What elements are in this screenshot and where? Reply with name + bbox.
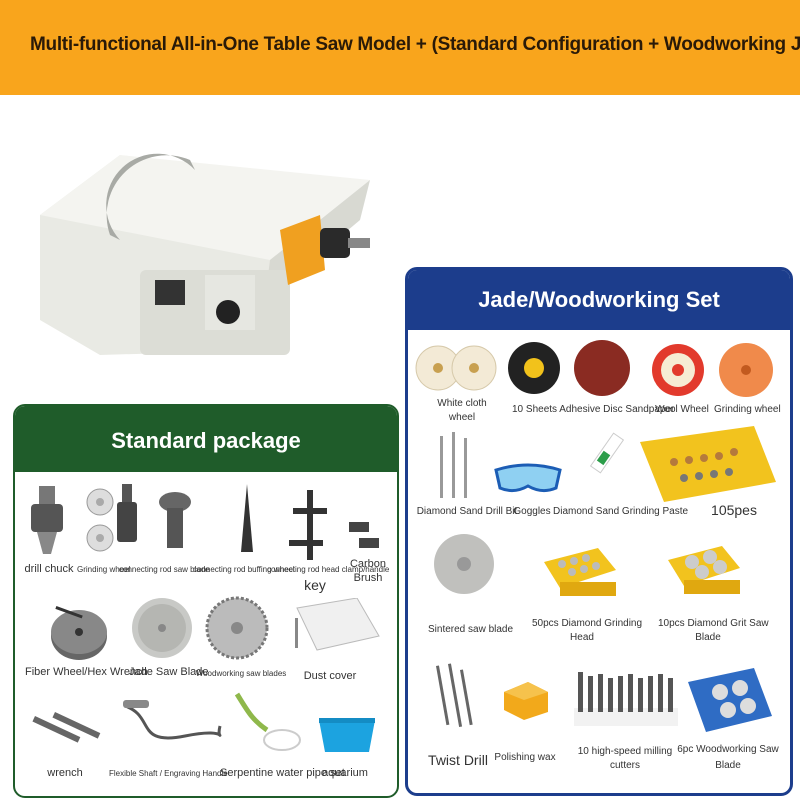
- white-cloth-wheel-image: [415, 345, 497, 391]
- table-saw-image: [40, 153, 370, 355]
- carbon-brush-image: [349, 522, 379, 548]
- label-white-cloth: White cloth: [437, 398, 487, 409]
- title-banner: Multi-functional All-in-One Table Saw Mo…: [0, 0, 800, 95]
- jade-woodworking-panel: Jade/Woodworking Set White cloth wheel 1…: [405, 267, 793, 796]
- wrench-image: [32, 712, 101, 743]
- label-drill-chuck: drill chuck: [24, 563, 74, 575]
- sintered-saw-blade-image: [434, 534, 494, 594]
- label-woodworking-saw-blades: Woodworking saw blades: [195, 669, 287, 678]
- label-goggles: Goggles: [513, 506, 551, 517]
- label-milling-cutters-1: 10 high-speed milling: [577, 746, 673, 757]
- label-polishing-wax: Polishing wax: [494, 752, 556, 763]
- accessory-kit-105-image: [640, 426, 776, 502]
- woodworking-saw-blade-set-image: [688, 668, 772, 732]
- label-fiber-wheel: Fiber Wheel/Hex Wrench: [25, 666, 148, 678]
- label-carbon: Carbon: [349, 558, 387, 570]
- grinding-wheel-image: [86, 488, 114, 552]
- connecting-rod-head-clamp-image: [241, 484, 253, 552]
- aquarium-image: [319, 718, 375, 752]
- label-grinding-head-1: 50pcs Diamond Grinding: [532, 618, 643, 629]
- connecting-rod-saw-blade-image: [117, 484, 137, 542]
- polishing-wax-image: [504, 682, 548, 720]
- woodworking-saw-blades-image: [205, 596, 269, 660]
- label-milling-cutters-2: cutters: [609, 760, 640, 771]
- wool-wheel-image: [652, 344, 704, 396]
- label-wrench: wrench: [47, 767, 83, 779]
- drill-chuck-image: [31, 486, 63, 554]
- jade-woodworking-header: Jade/Woodworking Set: [408, 270, 790, 330]
- label-connecting-rod-buffing-wheel: connecting rod buffing wheel: [193, 565, 295, 574]
- label-jade-saw-blade: Jade Saw Blade: [129, 666, 209, 678]
- label-wood-saw-1: 6pc Woodworking Saw: [677, 744, 779, 755]
- label-brush: Brush: [353, 572, 383, 584]
- label-grinding-paste: Diamond Sand Grinding Paste: [553, 506, 689, 517]
- diamond-drill-image: [440, 432, 467, 498]
- grinding-paste-image: [589, 432, 625, 474]
- banner-title: Multi-functional All-in-One Table Saw Mo…: [30, 34, 800, 55]
- label-flexible-shaft: Flexible Shaft / Engraving Handle: [109, 769, 228, 778]
- label-dust-cover: Dust cover: [303, 670, 357, 682]
- label-grinding-head-2: Head: [570, 632, 594, 643]
- label-grit-blade-2: Blade: [695, 632, 721, 643]
- grinding-wheel-jade-image: [719, 343, 773, 397]
- diamond-grit-saw-blade-image: [668, 546, 740, 594]
- label-key: key: [304, 577, 326, 593]
- milling-cutters-image: [574, 672, 678, 726]
- label-connecting-rod-head-clamp: connecting rod head clamp/handle: [267, 565, 390, 574]
- label-wood-saw-2: Blade: [715, 760, 741, 771]
- diamond-grinding-head-image: [544, 548, 616, 596]
- flexible-shaft-image: [123, 700, 222, 740]
- label-diamond-drill: Diamond Sand Drill Bit: [416, 506, 518, 517]
- standard-package-title: Standard package: [111, 428, 301, 453]
- fiber-wheel-image: [51, 606, 107, 660]
- label-grit-blade-1: 10pcs Diamond Grit Saw: [658, 618, 769, 629]
- key-image: [289, 490, 327, 560]
- standard-package-header: Standard package: [15, 406, 397, 472]
- label-sintered-blade: Sintered saw blade: [428, 624, 514, 635]
- label-grinding-wheel-jade: Grinding wheel: [714, 404, 781, 415]
- standard-package-panel: Standard package drill chuck Grinding wh…: [13, 404, 399, 798]
- label-105pes: 105pes: [711, 502, 757, 518]
- label-grinding-wheel: Grinding wheel: [77, 565, 131, 574]
- label-twist-drill: Twist Drill: [428, 752, 488, 768]
- label-wool-wheel: Wool Wheel: [655, 404, 709, 415]
- dust-cover-image: [295, 598, 380, 651]
- label-water-pipe: Serpentine water pipe set: [220, 767, 345, 779]
- twist-drill-image: [436, 663, 473, 728]
- water-pipe-image: [234, 692, 301, 751]
- label-sandpaper: 10 Sheets Adhesive Disc Sandpaper: [512, 404, 675, 415]
- label-aquarium: aquarium: [322, 767, 368, 779]
- label-wheel: wheel: [448, 412, 476, 423]
- goggles-image: [494, 463, 562, 493]
- jade-saw-blade-image: [132, 598, 192, 658]
- connecting-rod-buffing-wheel-image: [159, 492, 191, 548]
- label-connecting-rod-saw-blade: connecting rod saw blade: [119, 565, 210, 574]
- jade-woodworking-title: Jade/Woodworking Set: [478, 287, 720, 312]
- sandpaper-image: [508, 340, 630, 396]
